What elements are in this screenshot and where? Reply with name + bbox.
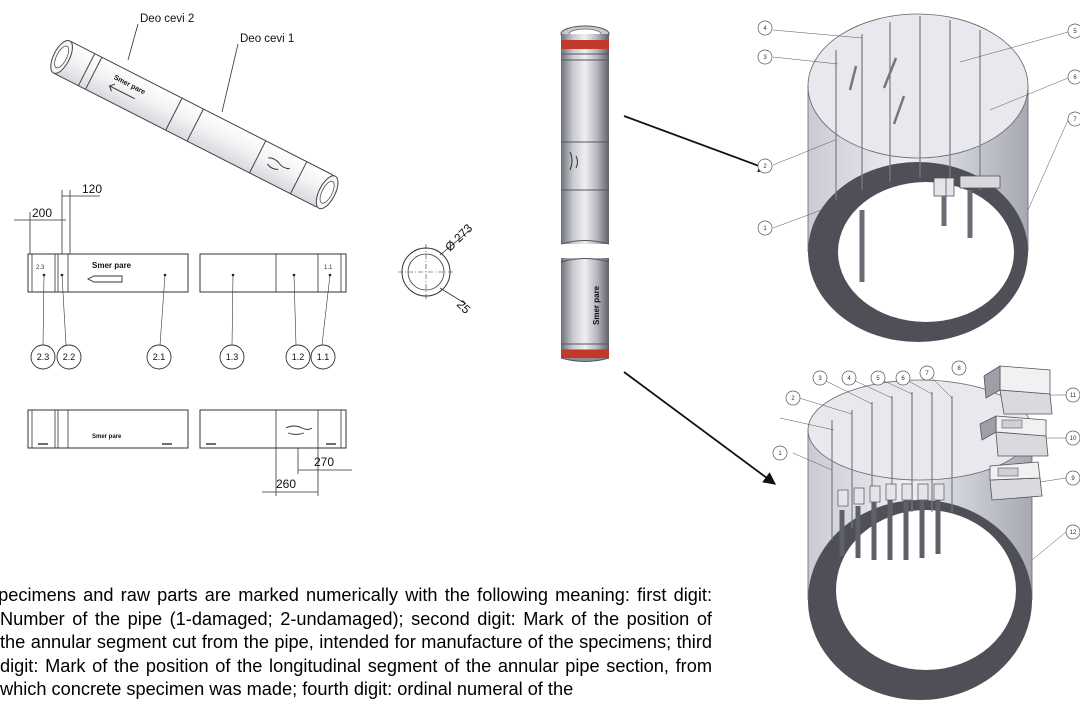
pipe-band-top [561,40,609,49]
dim-260: 260 [276,477,296,491]
ring-lower-balloon: 11 [1065,387,1080,403]
ring-upper-balloon: 5 [1067,23,1080,39]
ring-lower-balloon: 8 [951,360,967,376]
svg-text:9: 9 [1071,476,1075,482]
svg-text:1.1: 1.1 [324,265,333,271]
ring-upper-balloon: 1 [757,220,773,236]
ring-upper-balloon: 6 [1067,69,1080,85]
pipe-upper-body [561,34,609,244]
ring-lower-balloon: 7 [919,365,935,381]
svg-text:11: 11 [1070,393,1077,399]
front-segment-1 [199,253,347,293]
svg-text:2: 2 [791,396,795,402]
svg-text:7: 7 [1073,117,1077,123]
ring-upper-balloon: 4 [757,20,773,36]
ring-upper-balloon: 2 [757,158,773,174]
svg-text:4: 4 [763,26,767,32]
bottom-flow-label: Smer pare [92,434,122,440]
ring-lower-balloon: 1 [772,445,788,461]
front-balloon: 1.1 [310,344,336,370]
ring-lower-balloon: 4 [841,370,857,386]
svg-text:2.3: 2.3 [37,352,50,362]
svg-text:2.2: 2.2 [63,352,76,362]
ring-upper: 4 3 2 1 5 6 7 [757,13,1080,342]
ring-lower-balloon: 6 [895,370,911,386]
svg-text:1.1: 1.1 [317,352,330,362]
svg-text:5: 5 [1073,29,1077,35]
bottom-segment-1 [199,409,347,449]
arrow-to-upper-ring [623,115,772,172]
ring-upper-balloon: 7 [1067,111,1080,127]
svg-text:6: 6 [1073,75,1077,81]
front-view: 120 200 2.3 Smer pare 1.1 2.3 2. [14,182,347,370]
dim-200: 200 [32,206,52,220]
iso-flow-arrow [108,83,135,100]
svg-text:10: 10 [1070,436,1077,442]
front-balloon: 1.2 [285,344,311,370]
svg-text:2.1: 2.1 [153,352,166,362]
ring-lower-balloon: 10 [1065,430,1080,446]
svg-text:1: 1 [763,226,767,232]
front-flow-arrow [86,275,123,283]
iso-part-label-1: Deo cevi 1 [240,33,294,45]
front-flow-label: Smer pare [92,261,132,270]
svg-text:2: 2 [763,164,767,170]
ring-lower-balloon: 5 [870,370,886,386]
exploded-block-9 [989,461,1043,501]
svg-text:6: 6 [901,376,905,382]
svg-text:12: 12 [1070,530,1077,536]
ring-lower: 3 4 5 6 7 8 2 1 11 10 9 12 [772,360,1080,700]
svg-text:2.3: 2.3 [36,265,45,271]
front-balloon: 2.2 [56,344,82,370]
bottom-view: Smer pare 270 260 [27,409,352,496]
svg-text:3: 3 [763,55,767,61]
pipe-render: Smer pare [560,25,610,362]
front-balloon: 1.3 [219,344,245,370]
ring-lower-balloon: 9 [1065,470,1080,486]
front-balloon: 2.3 [30,344,56,370]
exploded-block-10 [979,415,1049,457]
exploded-block-11 [983,365,1053,415]
svg-text:1: 1 [778,451,782,457]
ring-upper-balloon: 3 [757,49,773,65]
svg-text:5: 5 [876,376,880,382]
front-balloon: 2.1 [146,344,172,370]
ring-lower-balloon: 3 [812,370,828,386]
dim-270: 270 [314,455,334,469]
caption-area: Specimens and raw parts are marked numer… [0,585,712,699]
svg-text:1.3: 1.3 [226,352,239,362]
svg-text:4: 4 [847,376,851,382]
svg-text:1.2: 1.2 [292,352,305,362]
arrow-to-lower-ring [623,371,777,485]
svg-text:3: 3 [818,376,822,382]
ring-lower-bore [836,510,1016,670]
caption-text: Specimens and raw parts are marked numer… [0,585,712,699]
pipe-flow-label: Smer pare [592,285,601,325]
pipe-lower-body [561,258,609,354]
iso-part-label-2: Deo cevi 2 [140,13,194,25]
svg-text:8: 8 [957,366,961,372]
pipe-band-bottom [561,350,609,358]
dim-120: 120 [82,182,102,196]
iso-view: Smer pare Deo cevi 2 Deo cevi 1 [50,13,339,210]
ring-lower-balloon: 12 [1065,524,1080,540]
ring-lower-balloon: 2 [785,390,801,406]
svg-text:7: 7 [925,371,929,377]
